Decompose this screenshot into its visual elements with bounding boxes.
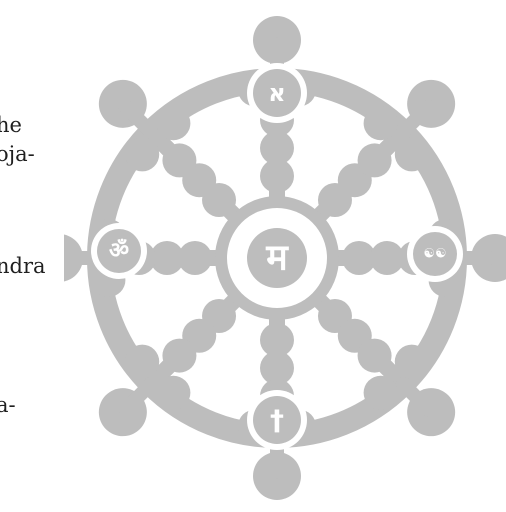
rim-bulge-8-2 <box>156 106 190 140</box>
bottom-symbol: † <box>270 404 284 437</box>
rim-bulge-2-2 <box>395 137 429 171</box>
hub-symbol: म <box>265 238 289 279</box>
rim-bulge-6-1 <box>156 376 190 410</box>
text-fragment-2: oja- <box>0 142 35 166</box>
knob-stem-8 <box>126 107 151 132</box>
spoke-bead-4-3 <box>358 339 392 373</box>
text-fragment-1: he <box>0 113 22 137</box>
top-symbol: א <box>268 79 285 107</box>
knob-stem-2 <box>403 107 428 132</box>
rim-bulge-2-1 <box>364 106 398 140</box>
rim-bulge-8-1 <box>125 137 159 171</box>
right-symbol: ☯☯ <box>423 247 446 262</box>
rim-bulge-4-1 <box>395 345 429 379</box>
text-fragment-4: a- <box>0 393 16 417</box>
knob-stem-4 <box>403 384 428 409</box>
left-symbol: ॐ <box>109 239 129 264</box>
text-fragment-3: ndra <box>0 254 46 278</box>
rim-bulge-6-2 <box>125 345 159 379</box>
dharma-wheel-emblem: म א ॐ ☯☯ † <box>64 8 506 508</box>
knob-stem-6 <box>126 384 151 409</box>
spoke-bead-6-3 <box>162 339 196 373</box>
spoke-bead-2-3 <box>358 143 392 177</box>
dharma-wheel-svg: म א ॐ ☯☯ † <box>64 8 506 508</box>
rim-bulge-4-2 <box>364 376 398 410</box>
spoke-bead-8-3 <box>162 143 196 177</box>
